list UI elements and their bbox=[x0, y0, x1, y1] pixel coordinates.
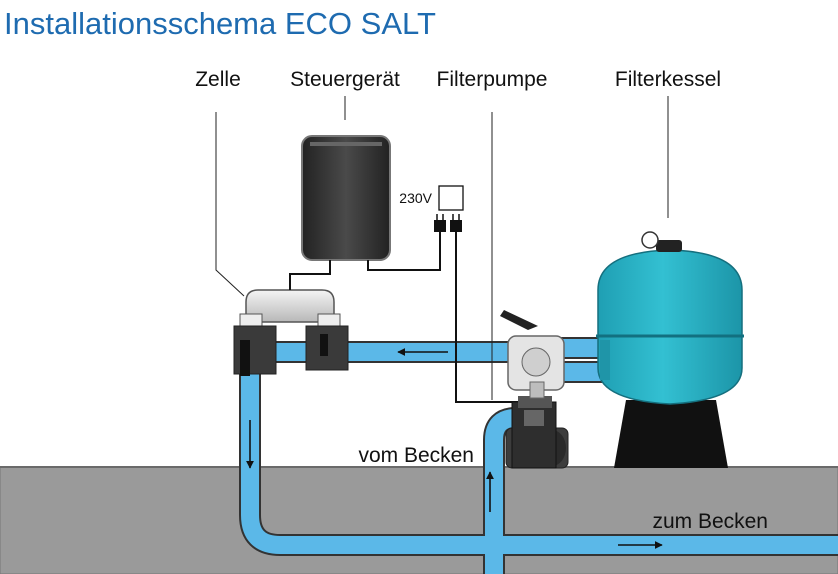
label-cell: Zelle bbox=[195, 68, 241, 91]
power-outlet bbox=[438, 185, 464, 211]
cable-controller-to-cell bbox=[289, 260, 331, 290]
multiport-valve bbox=[500, 310, 565, 399]
tank-stand bbox=[614, 400, 728, 468]
pressure-gauge bbox=[641, 231, 659, 249]
cable-socket-to-pump bbox=[455, 232, 518, 403]
return-pipe-to-pool bbox=[241, 352, 838, 554]
label-controller: Steuergerät bbox=[290, 68, 400, 91]
leader-lines bbox=[215, 96, 669, 400]
label-to-pool: zum Becken bbox=[652, 510, 768, 533]
filter-tank bbox=[596, 231, 744, 468]
controller-unit bbox=[301, 135, 391, 261]
ground bbox=[0, 466, 838, 574]
label-from-pool: vom Becken bbox=[358, 444, 474, 467]
tank-body bbox=[597, 249, 743, 405]
salt-cell bbox=[233, 289, 349, 376]
diagram-title: Installationsschema ECO SALT bbox=[4, 6, 436, 41]
label-pump: Filterpumpe bbox=[437, 68, 548, 91]
label-voltage: 230V bbox=[399, 190, 432, 206]
cable-controller-to-socket bbox=[367, 232, 441, 271]
power-plugs bbox=[434, 214, 462, 232]
label-filter: Filterkessel bbox=[615, 68, 721, 91]
filter-pump bbox=[505, 396, 569, 469]
